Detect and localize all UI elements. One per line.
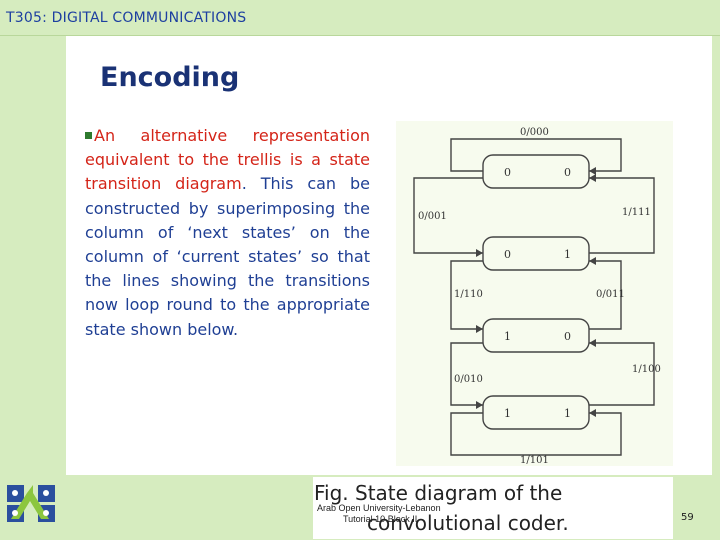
header-bar: T305: DIGITAL COMMUNICATIONS	[0, 0, 720, 36]
state-10-right: 0	[564, 330, 571, 343]
edge-right-2-1	[589, 260, 622, 330]
state-box-11	[482, 395, 590, 430]
label-1-2: 1/110	[454, 289, 483, 300]
state-01-left: 0	[504, 248, 511, 261]
state-00-left: 0	[504, 166, 511, 179]
arrowhead-1-0	[589, 174, 596, 182]
label-0-1: 0/001	[418, 211, 447, 222]
left-sidebar-band	[0, 36, 66, 540]
state-box-10	[482, 318, 590, 353]
state-01-right: 1	[564, 248, 571, 261]
logo-icon	[7, 485, 55, 522]
caption-line-1: Fig. State diagram of the	[314, 481, 563, 505]
right-sidebar-band	[712, 36, 720, 540]
caption-line-2: convolutional coder.	[367, 511, 569, 535]
bullet-icon	[85, 132, 92, 139]
state-11-right: 1	[564, 407, 571, 420]
loop-top	[450, 138, 622, 172]
footer-tutorial: Tutorial 10 Block II	[343, 514, 418, 524]
university-logo	[3, 479, 59, 534]
arrowhead-1-2	[476, 325, 483, 333]
edge-left-0-1	[413, 177, 483, 254]
label-2-1: 0/011	[596, 289, 625, 300]
state-box-00	[482, 154, 590, 189]
state-diagram: 0 0 0 1 1 0 1 1 0/000 0/001 1/111 1/110 …	[396, 121, 673, 466]
label-2-3: 0/010	[454, 374, 483, 385]
course-title: T305: DIGITAL COMMUNICATIONS	[6, 10, 247, 26]
state-00-right: 0	[564, 166, 571, 179]
edge-left-2-3	[450, 342, 483, 406]
state-11-left: 1	[504, 407, 511, 420]
edge-right-3-2	[589, 342, 655, 406]
edge-right-1-0	[589, 177, 655, 254]
slide-title: Encoding	[100, 62, 240, 93]
state-box-01	[482, 236, 590, 271]
state-diagram-svg: 0 0 0 1 1 0 1 1 0/000 0/001 1/111 1/110 …	[413, 127, 661, 466]
footer-institution: Arab Open University-Lebanon	[317, 503, 441, 513]
label-bottom: 1/101	[520, 455, 549, 466]
arrowhead-2-1	[589, 257, 596, 265]
body-paragraph: An alternative representation equivalent…	[85, 124, 370, 342]
arrowhead-0-1	[476, 249, 483, 257]
figure-caption: Fig. State diagram of the convolutional …	[313, 477, 673, 539]
label-3-2: 1/100	[632, 364, 661, 375]
label-1-0: 1/111	[622, 207, 651, 218]
arrowhead-bottom	[589, 409, 596, 417]
paragraph-highlight: An alternative representation equivalent…	[85, 126, 370, 194]
edge-left-1-2	[450, 260, 483, 330]
label-top: 0/000	[520, 127, 549, 138]
arrowhead-3-2	[589, 339, 596, 347]
state-10-left: 1	[504, 330, 511, 343]
paragraph-rest: . This can be constructed by superimposi…	[85, 174, 370, 339]
loop-bottom	[450, 412, 622, 456]
arrowhead-top	[589, 167, 596, 175]
arrowhead-2-3	[476, 401, 483, 409]
page-number: 59	[681, 512, 694, 523]
